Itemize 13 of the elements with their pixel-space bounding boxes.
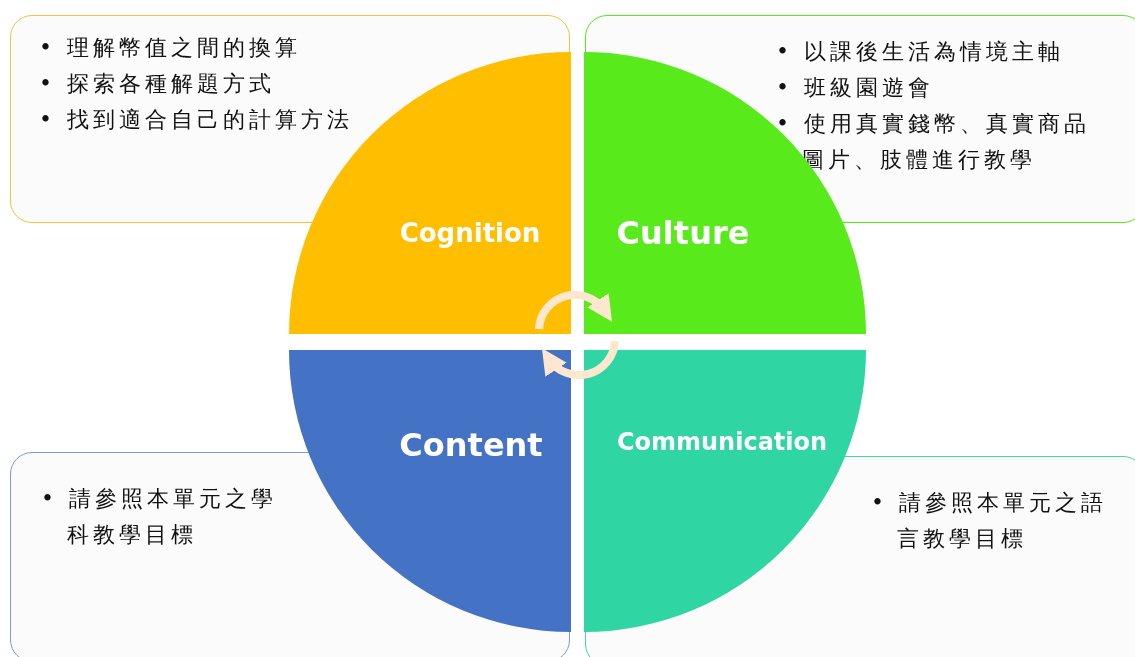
quadrant-segment <box>584 350 866 632</box>
bullet-item: • 請參照本單元之學科教學目標 <box>41 485 278 549</box>
bullet-item: • 理解幣值之間的換算 <box>39 34 302 62</box>
quadrant-label: Cognition <box>399 218 541 248</box>
bullet-item: • 班級園遊會 <box>776 74 935 102</box>
quadrant-label: Communication <box>616 428 828 456</box>
bullet-item: • 以課後生活為情境主軸 <box>776 38 1065 66</box>
bullet-item: • 探索各種解題方式 <box>39 70 276 98</box>
bullet-item: • 找到適合自己的計算方法 <box>39 106 354 134</box>
bullet-item: • 請參照本單元之語言教學目標 <box>871 489 1108 553</box>
quadrant-segment <box>289 350 571 632</box>
quadrant-label: Culture <box>616 214 750 252</box>
quadrant-label: Content <box>399 426 543 464</box>
